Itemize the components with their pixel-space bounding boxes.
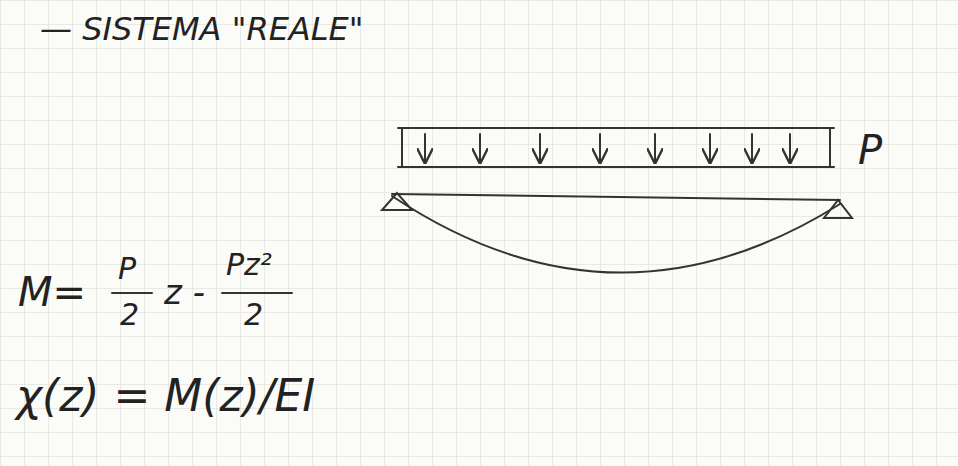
formula-part: Pz² xyxy=(226,248,272,281)
formula-part: 2 xyxy=(120,298,139,331)
beam-drawing xyxy=(112,128,852,293)
title-text: — SISTEMA "REALE" xyxy=(40,12,364,47)
formula-part: 2 xyxy=(244,298,263,331)
formula-part: M= xyxy=(18,270,86,314)
formula-part: P xyxy=(118,252,136,285)
formula-part: z - xyxy=(164,274,205,311)
formula-text: χ(z) = M(z)/EI xyxy=(16,372,315,420)
load-symbol: P xyxy=(858,128,882,172)
